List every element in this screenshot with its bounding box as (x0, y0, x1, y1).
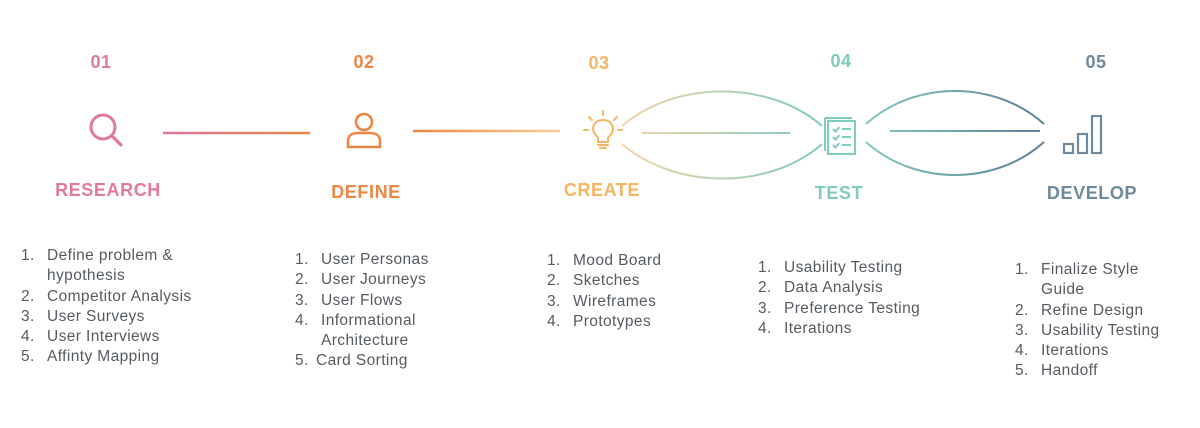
list-item-number: 2. (758, 279, 772, 297)
list-item: 4. User Interviews (21, 327, 221, 347)
list-item-number: 4. (547, 312, 561, 330)
list-item: 3. User Flows (295, 291, 475, 311)
list-item-text: Wireframes (573, 292, 657, 310)
list-item: 3. Wireframes (547, 292, 727, 312)
list-item-text: User Interviews (47, 328, 160, 346)
list-item-text: Usability Testing (784, 259, 903, 276)
list-item: 4. Prototypes (547, 312, 727, 332)
list-item-text: Handoff (1041, 362, 1098, 380)
lightbulb-icon (583, 110, 623, 149)
list-item-number: 1. (758, 259, 772, 276)
list-item-number: 4. (1015, 342, 1029, 360)
list-item-text: Finalize Style Guide (1041, 261, 1139, 299)
list-item-number: 4. (758, 319, 772, 337)
list-item-text: Sketches (573, 272, 640, 290)
list-item: 2. Competitor Analysis (21, 287, 221, 307)
list-item-number: 3. (21, 307, 35, 325)
list-item-text: Refine Design (1041, 301, 1144, 319)
user-icon (346, 112, 382, 149)
list-item-number: 4. (295, 311, 309, 329)
list-item-number: 5. (21, 348, 35, 366)
list-item: 3. User Surveys (21, 307, 221, 327)
step-title-define: DEFINE (331, 182, 401, 202)
list-item-number: 2. (1015, 301, 1029, 319)
list-item-text: Card Sorting (316, 352, 408, 370)
step-number-research: 01 (90, 52, 112, 72)
list-item-text: Define problem & hypothesis (47, 247, 174, 285)
step-number-create: 03 (588, 53, 610, 73)
list-item: 1. Define problem & hypothesis (21, 246, 221, 287)
list-item: 1. User Personas (295, 250, 475, 270)
step-title-test: TEST (814, 183, 864, 203)
create-task-list: 1. Mood Board 2. Sketches 3. Wireframes 4. P… (547, 251, 727, 332)
step-title-create: CREATE (563, 180, 641, 200)
list-item: 1. Finalize Style Guide (1015, 260, 1185, 301)
list-item-text: Competitor Analysis (47, 287, 192, 305)
develop-task-list: 1. Finalize Style Guide 2. Refine Design 3… (1015, 260, 1185, 382)
research-task-list: 1. Define problem & hypothesis 2. Competit… (21, 246, 221, 368)
list-item-number: 1. (21, 247, 35, 264)
list-item-number: 4. (21, 328, 35, 346)
list-item-number: 3. (758, 299, 772, 317)
list-item: 3. Preference Testing (758, 299, 958, 319)
bar-chart-icon (1062, 114, 1103, 155)
list-item: 5. Affinty Mapping (21, 347, 221, 367)
list-item-text: Preference Testing (784, 299, 921, 317)
step-number-test: 04 (830, 51, 852, 71)
list-item: 3. Usability Testing (1015, 321, 1185, 341)
list-item-text: Affinty Mapping (47, 348, 160, 366)
list-item-number: 1. (1015, 261, 1029, 278)
list-item-text: User Journeys (321, 271, 427, 289)
loop-test-develop (865, 90, 1045, 176)
list-item-text: Data Analysis (784, 279, 884, 297)
list-item: 2. Refine Design (1015, 301, 1185, 321)
list-item: 4. Iterations (758, 319, 958, 339)
checklist-icon (824, 117, 856, 155)
step-title-develop: DEVELOP (1046, 183, 1138, 203)
test-task-list: 1. Usability Testing 2. Data Analysis 3. Pr… (758, 258, 958, 339)
list-item-text: Mood Board (573, 252, 662, 269)
list-item: 2. Sketches (547, 271, 727, 291)
list-item: 1. Mood Board (547, 251, 727, 271)
list-item-text: User Personas (321, 251, 429, 268)
list-item: 1. Usability Testing (758, 258, 958, 278)
list-item-text: User Flows (321, 291, 403, 309)
list-item: 4. Informational Architecture (295, 311, 475, 352)
list-item-number: 1. (295, 251, 309, 268)
list-item-number: 2. (21, 287, 35, 305)
list-item-text: Usability Testing (1041, 321, 1160, 339)
list-item-text: Prototypes (573, 312, 652, 330)
step-title-research: RESEARCH (55, 180, 161, 200)
list-item-text: Informational Architecture (321, 311, 416, 350)
list-item: 4. Iterations (1015, 341, 1185, 361)
list-item-number: 3. (1015, 321, 1029, 339)
magnifier-icon (89, 113, 123, 147)
list-item-number: 5. (295, 352, 309, 370)
list-item-text: Iterations (1041, 342, 1109, 360)
define-task-list: 1. User Personas 2. User Journeys 3. User F… (295, 250, 475, 372)
list-item-number: 3. (295, 291, 309, 309)
list-item-number: 3. (547, 292, 561, 310)
list-item-text: Iterations (784, 319, 852, 337)
list-item-number: 1. (547, 252, 561, 269)
list-item-number: 2. (547, 272, 561, 290)
list-item: 2. Data Analysis (758, 278, 958, 298)
list-item-number: 5. (1015, 362, 1029, 380)
list-item-number: 2. (295, 271, 309, 289)
loop-create-test (621, 90, 823, 180)
step-number-define: 02 (353, 52, 375, 72)
list-item: 2. User Journeys (295, 270, 475, 290)
list-item-text: User Surveys (47, 307, 145, 325)
list-item: 5. Card Sorting (295, 351, 475, 371)
step-number-develop: 05 (1085, 52, 1107, 72)
list-item: 5. Handoff (1015, 361, 1185, 381)
